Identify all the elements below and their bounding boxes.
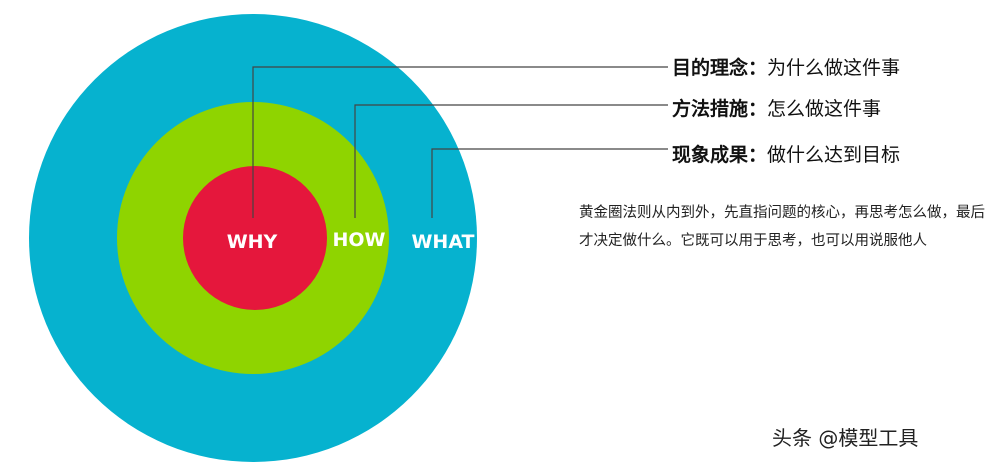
legend-key-purpose: 目的理念： [672,57,768,79]
connector-line-how [354,104,668,218]
legend-key-method: 方法措施： [672,98,768,120]
how-label: HOW [332,229,385,251]
watermark: 头条 @模型工具 [772,426,919,450]
legend-key-result: 现象成果： [672,144,768,166]
legend-item-result: 现象成果：做什么达到目标 [672,138,900,172]
legend-value-method: 怎么做这件事 [767,98,882,120]
legend-item-purpose: 目的理念：为什么做这件事 [672,51,900,85]
legend-item-method: 方法措施：怎么做这件事 [672,92,881,126]
inner-circle-why [183,166,327,310]
legend-value-purpose: 为什么做这件事 [767,57,901,79]
description-text: 黄金圈法则从内到外，先直指问题的核心，再思考怎么做，最后才决定做什么。它既可以用… [579,205,985,249]
connector-line-what [431,148,668,218]
legend-value-result: 做什么达到目标 [767,144,901,166]
what-label: WHAT [411,231,474,253]
connector-line-why [252,66,668,218]
why-label: WHY [227,231,278,253]
